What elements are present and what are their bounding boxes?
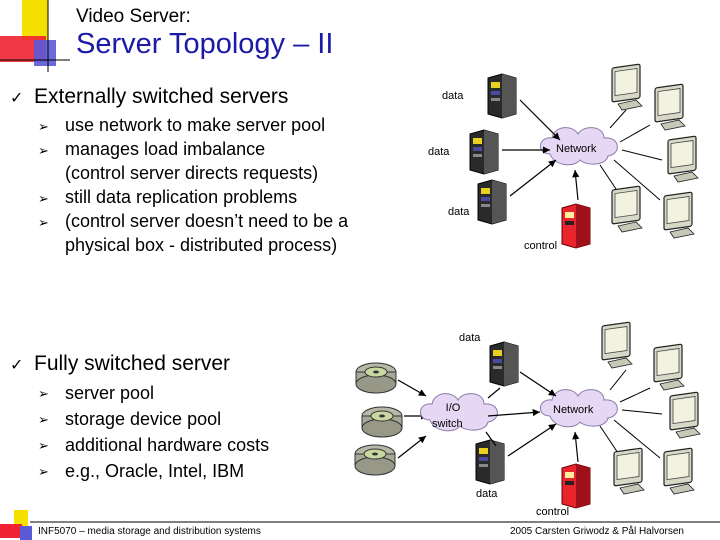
client-icon bbox=[601, 321, 633, 369]
section1-bullets: ➢use network to make server pool ➢manage… bbox=[38, 113, 368, 257]
link-line bbox=[613, 419, 661, 459]
network-label: Network bbox=[556, 143, 597, 155]
server-icon bbox=[475, 439, 505, 485]
control-server-icon bbox=[561, 203, 591, 249]
client-icon bbox=[663, 191, 695, 239]
disk-icon bbox=[354, 444, 396, 476]
list-item: ➢additional hardware costs bbox=[38, 432, 328, 458]
diagram2 bbox=[354, 321, 701, 509]
super-title: Video Server: bbox=[76, 6, 191, 27]
network-label: Network bbox=[553, 404, 594, 416]
list-item: ➢manages load imbalance bbox=[38, 137, 368, 161]
arrow-bullet-icon: ➢ bbox=[38, 412, 49, 427]
list-item: ➢(control server doesn’t need to be a bbox=[38, 209, 368, 233]
corner-decoration bbox=[0, 0, 70, 72]
disk-icon bbox=[355, 362, 397, 394]
list-item: ➢e.g., Oracle, Intel, IBM bbox=[38, 458, 328, 484]
link-line bbox=[572, 431, 580, 463]
server-icon bbox=[489, 341, 519, 387]
client-icon bbox=[663, 447, 695, 495]
check-icon: ✓ bbox=[10, 357, 24, 374]
io-switch-label-line1: I/O bbox=[445, 402, 461, 414]
server-icon bbox=[487, 73, 517, 119]
arrow-bullet-icon: ➢ bbox=[38, 464, 49, 479]
arrow-bullet-icon: ➢ bbox=[38, 119, 49, 134]
list-item: ➢storage device pool bbox=[38, 406, 328, 432]
section2-heading: Fully switched server bbox=[34, 352, 231, 375]
footer-credits: 2005 Carsten Griwodz & Pål Halvorsen bbox=[510, 526, 684, 537]
control-label: control bbox=[536, 506, 570, 518]
page-title: Server Topology – II bbox=[76, 28, 334, 60]
arrow-bullet-icon: ➢ bbox=[38, 215, 49, 230]
arrow-bullet-icon: ➢ bbox=[38, 386, 49, 401]
section2-bullets: ➢server pool ➢storage device pool ➢addit… bbox=[38, 380, 328, 484]
client-icon bbox=[613, 447, 645, 495]
data-label: data bbox=[442, 90, 464, 102]
link-line bbox=[485, 431, 497, 447]
link-line bbox=[621, 409, 663, 415]
link-line bbox=[609, 109, 627, 129]
data-label: data bbox=[448, 206, 470, 218]
link-line bbox=[397, 435, 427, 459]
data-label: data bbox=[476, 488, 498, 500]
arrow-bullet-icon: ➢ bbox=[38, 191, 49, 206]
data-label: data bbox=[459, 332, 481, 344]
link-line bbox=[619, 387, 651, 403]
link-line bbox=[509, 159, 557, 197]
link-line bbox=[619, 124, 651, 143]
server-icon bbox=[469, 129, 499, 175]
client-icon bbox=[669, 391, 701, 439]
client-icon bbox=[611, 63, 643, 111]
link-line bbox=[621, 149, 663, 161]
control-server-icon bbox=[561, 463, 591, 509]
list-item: ➢use network to make server pool bbox=[38, 113, 368, 137]
data-label: data bbox=[428, 146, 450, 158]
client-icon bbox=[611, 185, 643, 233]
control-label: control bbox=[524, 240, 558, 252]
io-switch-label-line2: switch bbox=[432, 418, 463, 430]
link-line bbox=[613, 159, 661, 201]
footer-course: INF5070 – media storage and distribution… bbox=[38, 526, 261, 537]
disk-icon bbox=[361, 406, 403, 438]
link-line bbox=[487, 408, 541, 417]
link-line bbox=[572, 169, 580, 201]
link-line bbox=[507, 423, 557, 457]
link-line bbox=[397, 379, 427, 397]
diagram1 bbox=[469, 63, 699, 249]
server-icon bbox=[477, 179, 507, 225]
list-item-continuation: physical box - distributed process) bbox=[65, 235, 338, 255]
link-line bbox=[519, 99, 561, 141]
client-icon bbox=[667, 135, 699, 183]
arrow-bullet-icon: ➢ bbox=[38, 143, 49, 158]
client-icon bbox=[654, 83, 686, 131]
check-icon: ✓ bbox=[10, 90, 24, 107]
list-item-continuation: (control server directs requests) bbox=[65, 163, 319, 183]
link-line bbox=[599, 425, 621, 457]
link-line bbox=[519, 371, 557, 397]
link-line bbox=[487, 387, 501, 399]
list-item: ➢still data replication problems bbox=[38, 185, 368, 209]
link-line bbox=[609, 369, 627, 391]
client-icon bbox=[653, 343, 685, 391]
section1-heading: Externally switched servers bbox=[34, 85, 289, 108]
footer-corner-decoration bbox=[0, 510, 32, 540]
list-item: ➢server pool bbox=[38, 380, 328, 406]
arrow-bullet-icon: ➢ bbox=[38, 438, 49, 453]
